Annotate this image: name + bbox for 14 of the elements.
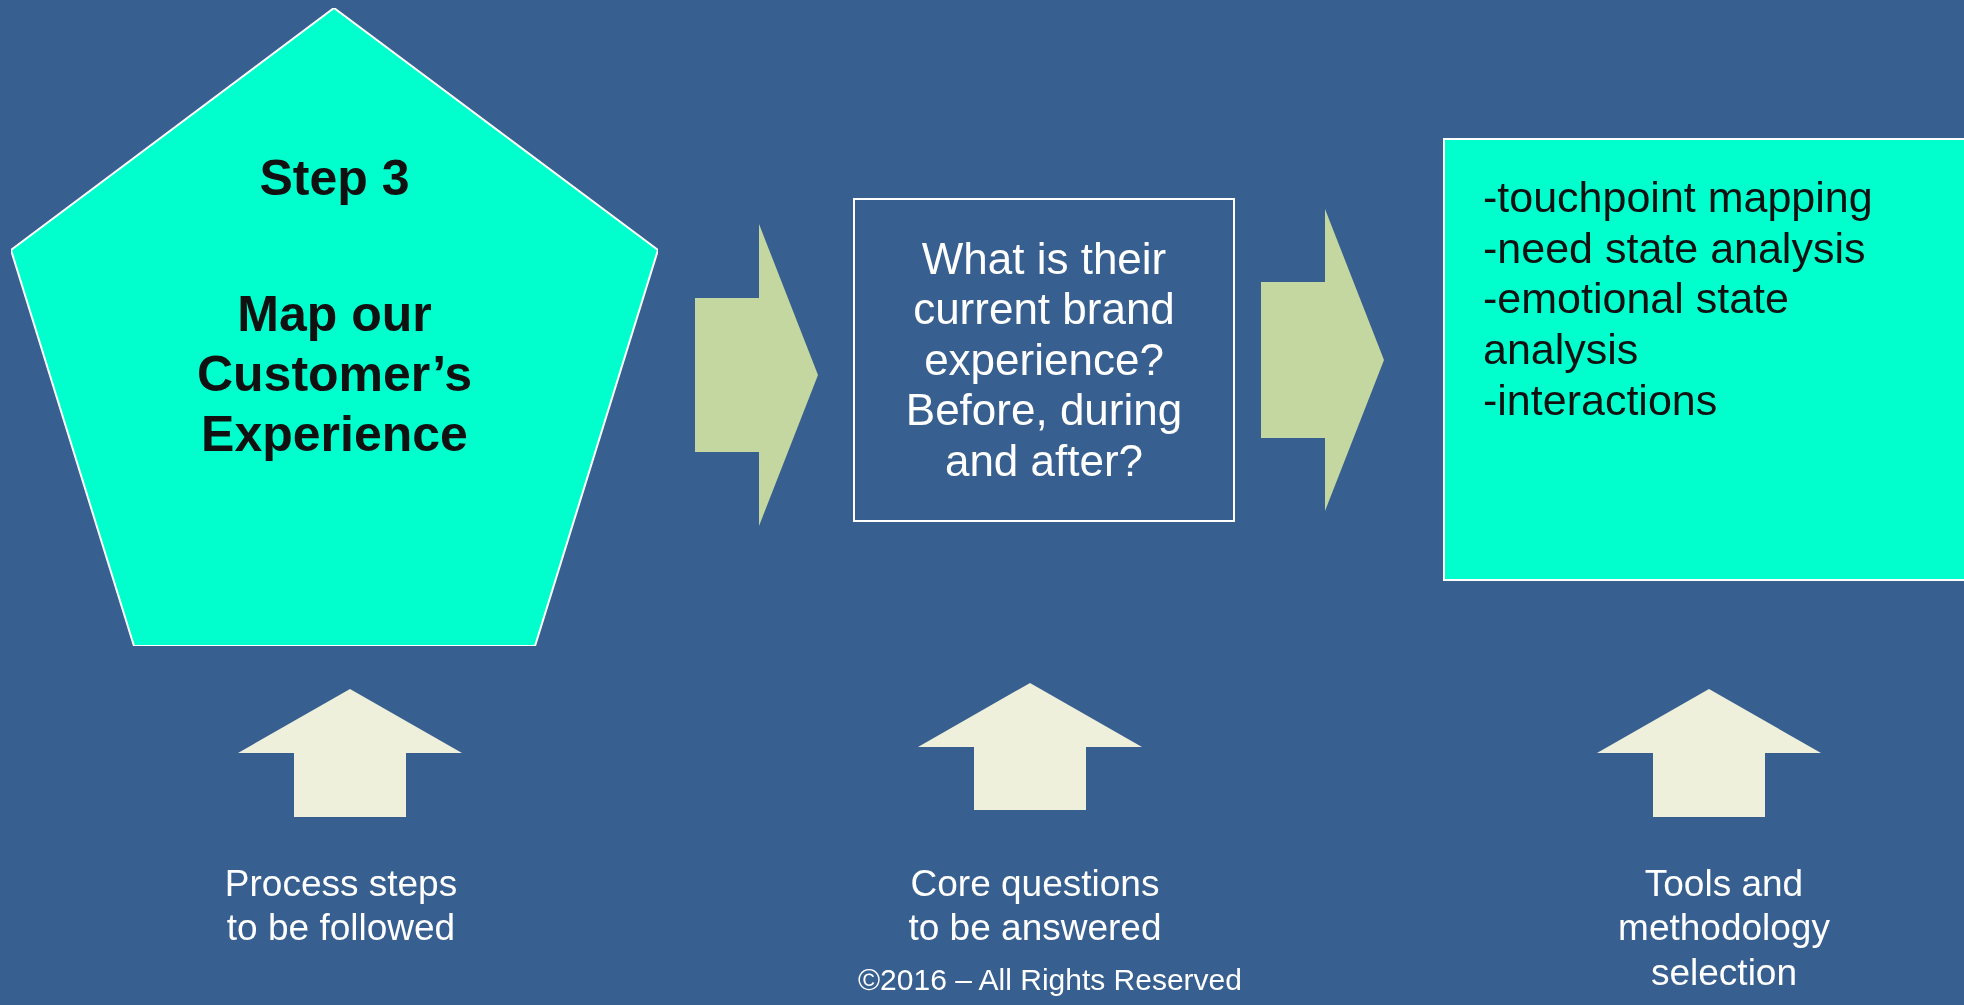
step-heading: Step 3 xyxy=(259,149,410,208)
block-arrow xyxy=(695,224,818,526)
step-title: Map our Customer’s Experience xyxy=(195,285,474,464)
caption-text: Tools and methodology selection xyxy=(1594,862,1854,996)
question-box: What is their current brand experience? Before, during and after? xyxy=(853,198,1235,522)
caption-text: Process steps to be followed xyxy=(206,862,476,951)
block-arrow xyxy=(918,683,1142,810)
caption-text: Core questions to be answered xyxy=(895,862,1175,951)
block-arrow xyxy=(1597,689,1821,817)
pentagon-shape xyxy=(11,8,658,646)
block-arrow xyxy=(1261,209,1384,511)
copyright-notice: ©2016 – All Rights Reserved xyxy=(857,962,1243,998)
block-arrow xyxy=(238,689,462,817)
tools-box: -touchpoint mapping -need state analysis -emotional state analysis -interactions xyxy=(1443,138,1964,581)
